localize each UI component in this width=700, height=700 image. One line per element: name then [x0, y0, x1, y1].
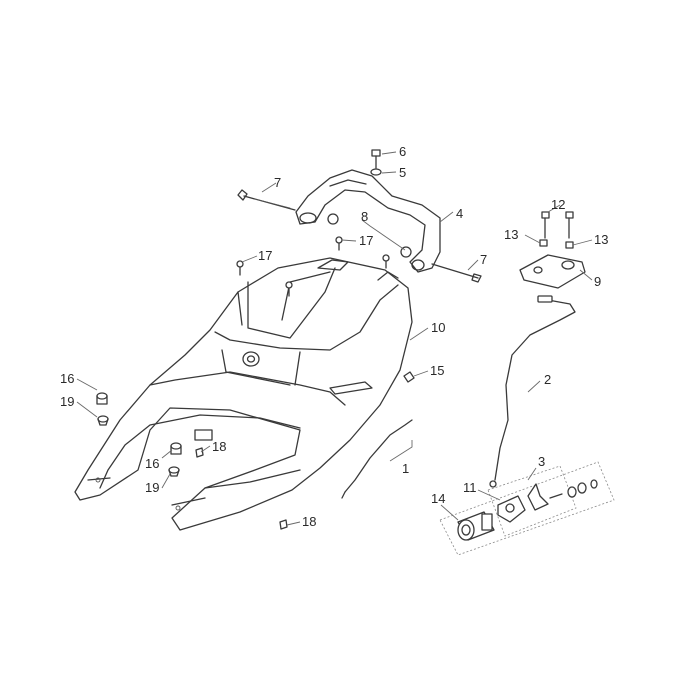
callout-7-top: 7	[274, 175, 281, 190]
callout-10: 10	[431, 320, 445, 335]
lock-assembly	[439, 461, 615, 556]
screw-15	[403, 371, 415, 383]
callout-13-left: 13	[504, 227, 518, 242]
callout-5: 5	[399, 165, 406, 180]
washers-13	[539, 239, 574, 249]
seat-release-cable	[489, 295, 576, 488]
tail-fairing	[74, 257, 413, 531]
callouts: 1 2 3 4 5 6 7 7 8 9 10 11 12 13 13 14 15…	[60, 144, 608, 529]
screw-6	[371, 149, 381, 169]
callout-4: 4	[456, 206, 463, 221]
callout-12: 12	[551, 197, 565, 212]
bolts-12	[541, 211, 574, 239]
callout-17-left: 17	[258, 248, 272, 263]
grab-rail	[295, 169, 441, 273]
callout-15: 15	[430, 363, 444, 378]
callout-8: 8	[361, 209, 368, 224]
bolt-long-left	[237, 189, 296, 211]
callout-6: 6	[399, 144, 406, 159]
callout-13-right: 13	[594, 232, 608, 247]
bolt-long-right	[431, 263, 482, 283]
callout-19-left: 19	[60, 394, 74, 409]
callout-18-upper: 18	[212, 439, 226, 454]
callout-16-left: 16	[60, 371, 74, 386]
callout-14: 14	[431, 491, 445, 506]
callout-2: 2	[544, 372, 551, 387]
callout-3: 3	[538, 454, 545, 469]
callout-11: 11	[463, 480, 477, 495]
lock-bracket-9	[519, 254, 586, 289]
callout-17-right: 17	[359, 233, 373, 248]
callout-1: 1	[402, 461, 409, 476]
callout-16-bottom: 16	[145, 456, 159, 471]
fasteners-left	[96, 392, 288, 530]
callout-9: 9	[594, 274, 601, 289]
washer-5	[370, 168, 382, 176]
support-rod	[341, 419, 413, 499]
callout-7-right: 7	[480, 252, 487, 267]
callout-19-bottom: 19	[145, 480, 159, 495]
leader-lines	[76, 151, 593, 526]
screws-17	[236, 236, 390, 297]
callout-18-lower: 18	[302, 514, 316, 529]
